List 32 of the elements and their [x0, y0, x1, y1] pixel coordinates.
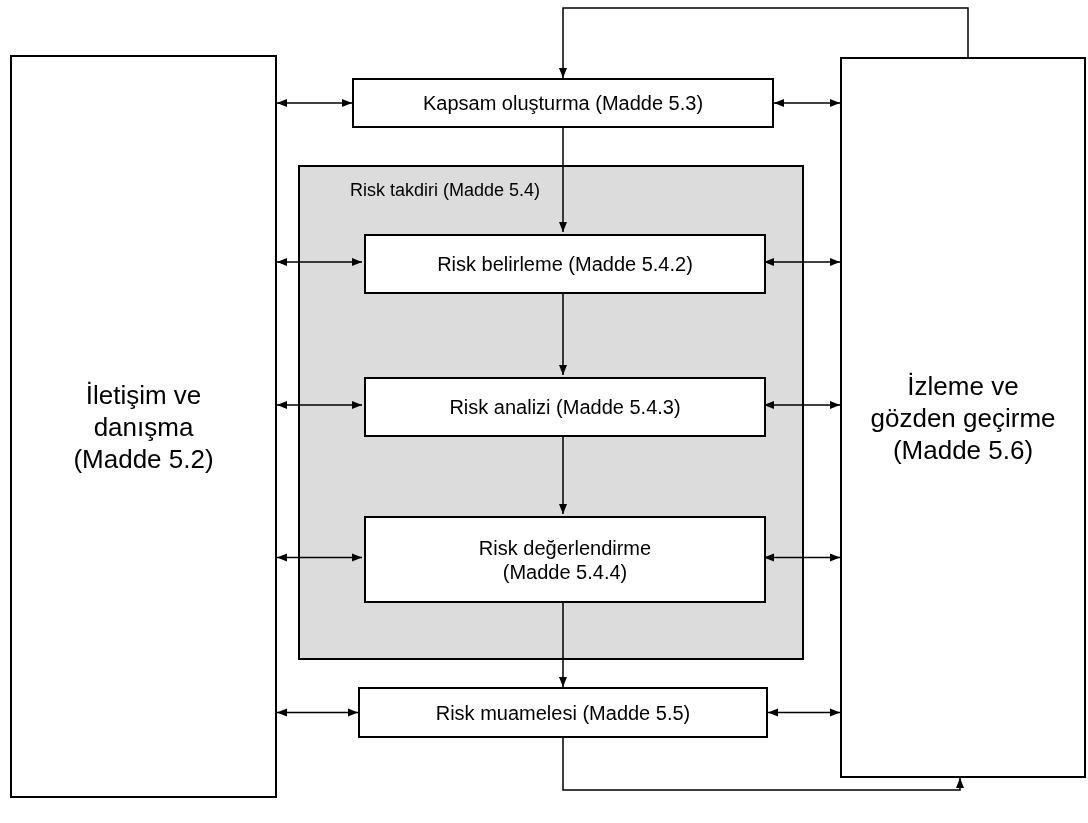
process-box: [364, 516, 766, 603]
double-arrow: [276, 401, 363, 409]
group-title: Risk takdiri (Madde 5.4): [350, 179, 541, 202]
box-label: İletişim ve danışma (Madde 5.2): [72, 378, 215, 475]
process-box: [364, 234, 766, 294]
box-label: Risk muamelesi (Madde 5.5): [435, 700, 691, 726]
box-label: Risk belirleme (Madde 5.4.2): [437, 252, 693, 277]
process-box: [352, 78, 774, 128]
box-label: Risk analizi (Madde 5.4.3): [449, 395, 681, 420]
process-box: [840, 57, 1086, 778]
arrow: [559, 600, 567, 688]
process-box: [358, 687, 768, 738]
double-arrow: [763, 258, 841, 266]
double-arrow: [276, 708, 359, 717]
arrow: [559, 434, 567, 515]
arrow: [559, 291, 567, 376]
double-arrow: [763, 401, 841, 409]
box-label: Kapsam oluşturma (Madde 5.3): [422, 91, 704, 116]
box-label: Risk değerlendirme (Madde 5.4.4): [477, 535, 653, 584]
arrow: [559, 127, 567, 233]
arrow: [562, 737, 964, 791]
process-box: [10, 55, 277, 798]
double-arrow: [276, 258, 363, 266]
double-arrow: [767, 708, 841, 717]
arrow: [559, 7, 969, 79]
group-panel: [298, 165, 804, 660]
double-arrow: [276, 553, 363, 562]
box-label: İzleme ve gözden geçirme (Madde 5.6): [869, 369, 1057, 466]
double-arrow: [763, 553, 841, 562]
process-box: [364, 377, 766, 437]
double-arrow: [276, 99, 353, 107]
double-arrow: [773, 99, 841, 107]
